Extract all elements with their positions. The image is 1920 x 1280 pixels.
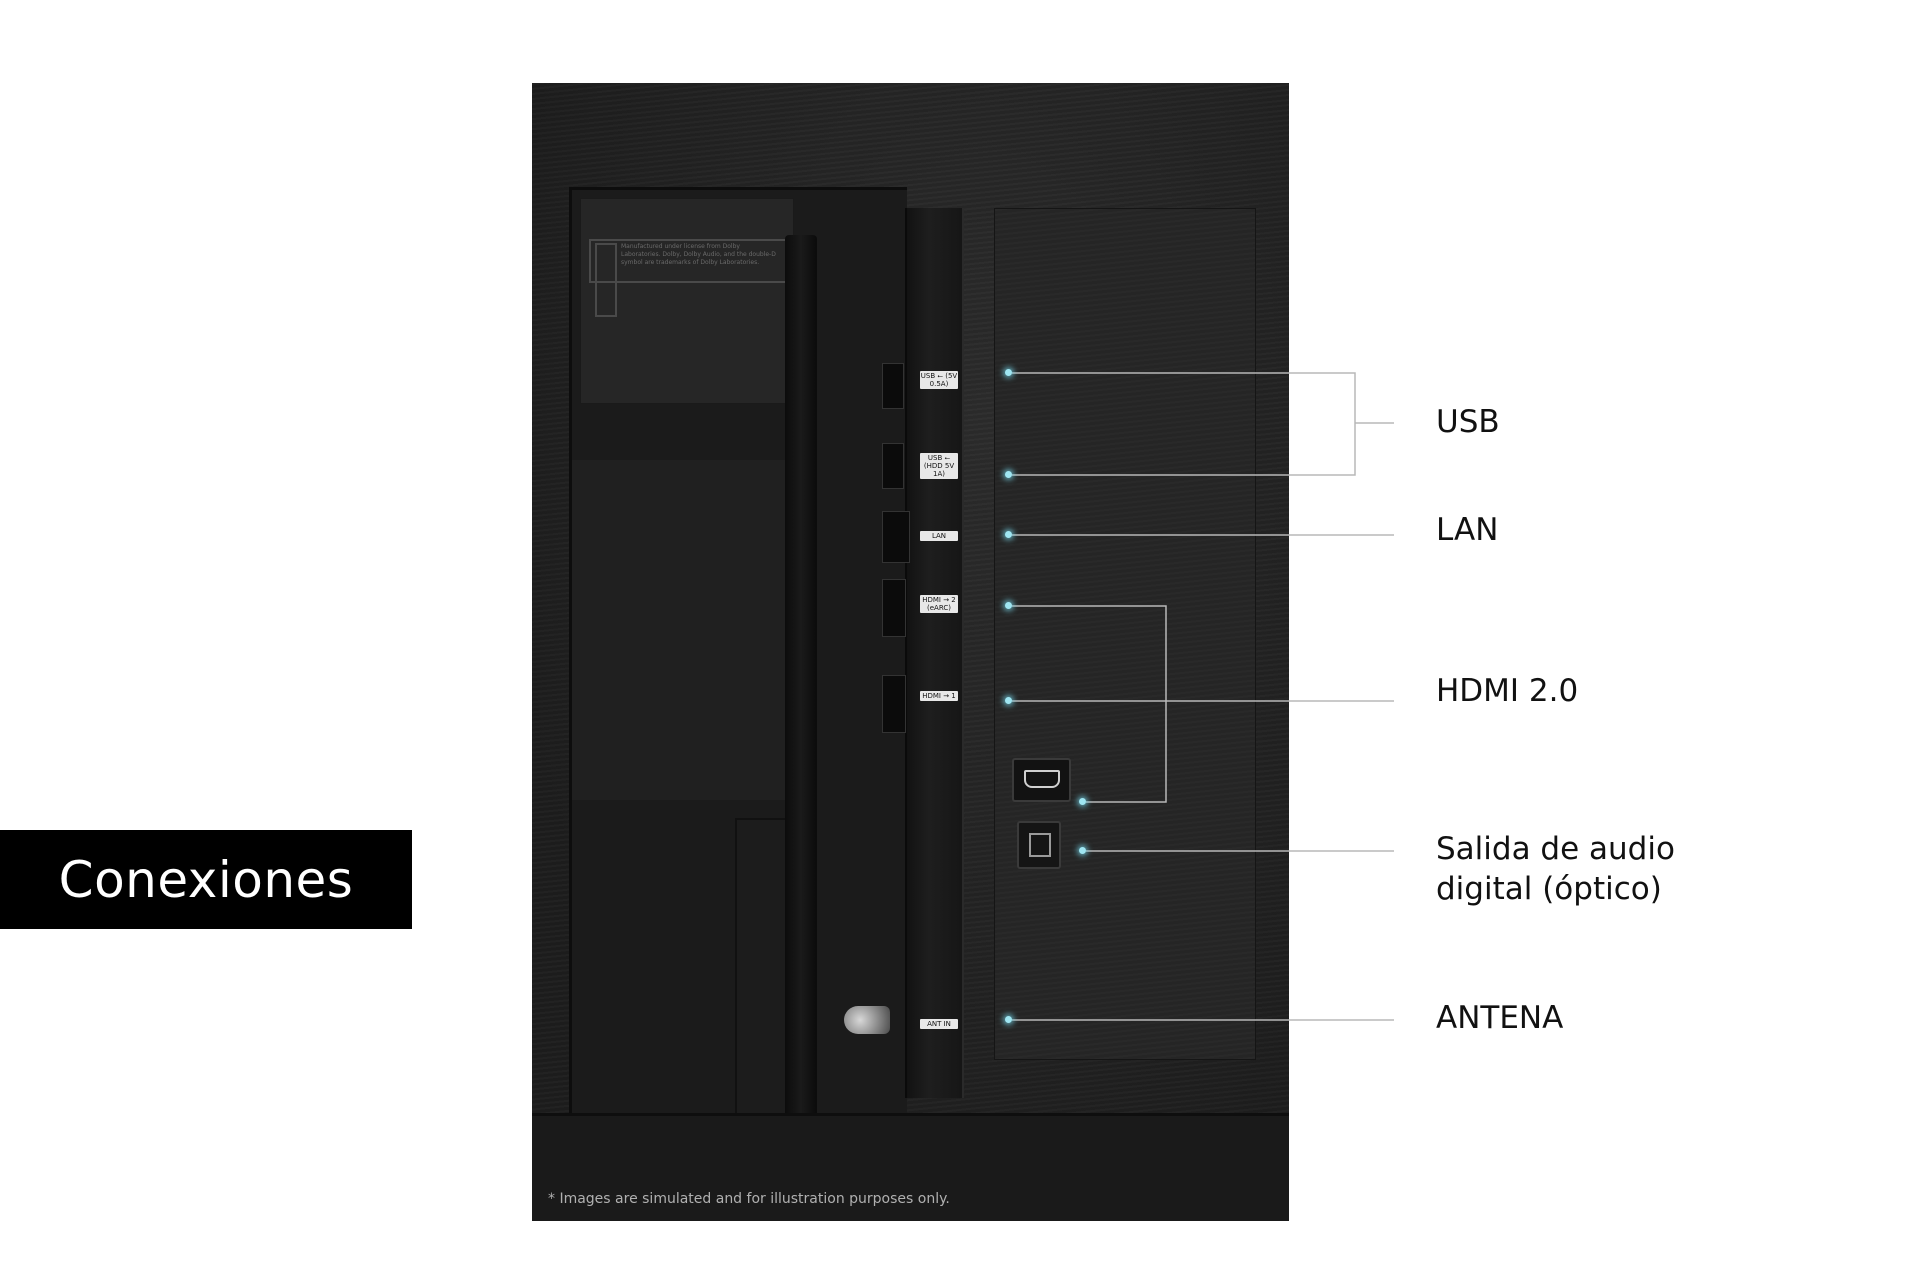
hdmi-side-highlight-dot	[1079, 798, 1086, 805]
hdmi-port-2	[882, 579, 906, 637]
callout-optical-line1: Salida de audio	[1436, 831, 1675, 867]
usb-2-highlight-dot	[1005, 471, 1012, 478]
disclaimer-text: * Images are simulated and for illustrat…	[548, 1191, 950, 1207]
lan-highlight-dot	[1005, 531, 1012, 538]
callout-hdmi: HDMI 2.0	[1436, 673, 1579, 709]
usb-leader-line	[1012, 372, 1356, 476]
usb-port-2	[882, 443, 904, 489]
callout-lan: LAN	[1436, 512, 1499, 548]
connector-plate	[994, 208, 1256, 1060]
sticker-text: Manufactured under license from Dolby La…	[621, 243, 776, 266]
antenna-coax-connector	[844, 1006, 890, 1034]
usb-1-highlight-dot	[1005, 369, 1012, 376]
usb-2-label: USB ⭠ (HDD 5V 1A)	[920, 453, 958, 479]
section-title-text: Conexiones	[58, 850, 354, 909]
hdmi-2-label: HDMI → 2 (eARC)	[920, 595, 958, 613]
license-sticker: Manufactured under license from Dolby La…	[580, 198, 794, 404]
callout-optical-line2: digital (óptico)	[1436, 871, 1662, 907]
recess-lower-block	[572, 460, 787, 800]
cable-duct	[785, 235, 817, 1130]
optical-port	[1017, 821, 1061, 869]
optical-connector-icon	[1029, 833, 1051, 857]
antenna-label: ANT IN	[920, 1019, 958, 1029]
port-strip	[905, 208, 964, 1098]
panel-bottom-shelf	[532, 1113, 1289, 1221]
usb-port-1	[882, 363, 904, 409]
hdmi-port-1	[882, 675, 906, 733]
callout-antenna: ANTENA	[1436, 1000, 1564, 1036]
lan-port	[882, 511, 910, 563]
hdmi-2-highlight-dot	[1005, 602, 1012, 609]
tv-back-panel-image: Manufactured under license from Dolby La…	[532, 83, 1289, 1221]
hdmi-leader-line	[1012, 605, 1167, 803]
hdmi-1-highlight-dot	[1005, 697, 1012, 704]
lan-label: LAN	[920, 531, 958, 541]
hdmi-side-port	[1012, 758, 1071, 802]
section-title: Conexiones	[0, 830, 412, 929]
hdmi-connector-icon	[1024, 770, 1060, 788]
antenna-highlight-dot	[1005, 1016, 1012, 1023]
callout-usb: USB	[1436, 404, 1500, 440]
hdmi-logo-icon	[595, 243, 617, 317]
hdmi-1-label: HDMI → 1	[920, 691, 958, 701]
usb-1-label: USB ⭠ (5V 0.5A)	[920, 371, 958, 389]
optical-highlight-dot	[1079, 847, 1086, 854]
